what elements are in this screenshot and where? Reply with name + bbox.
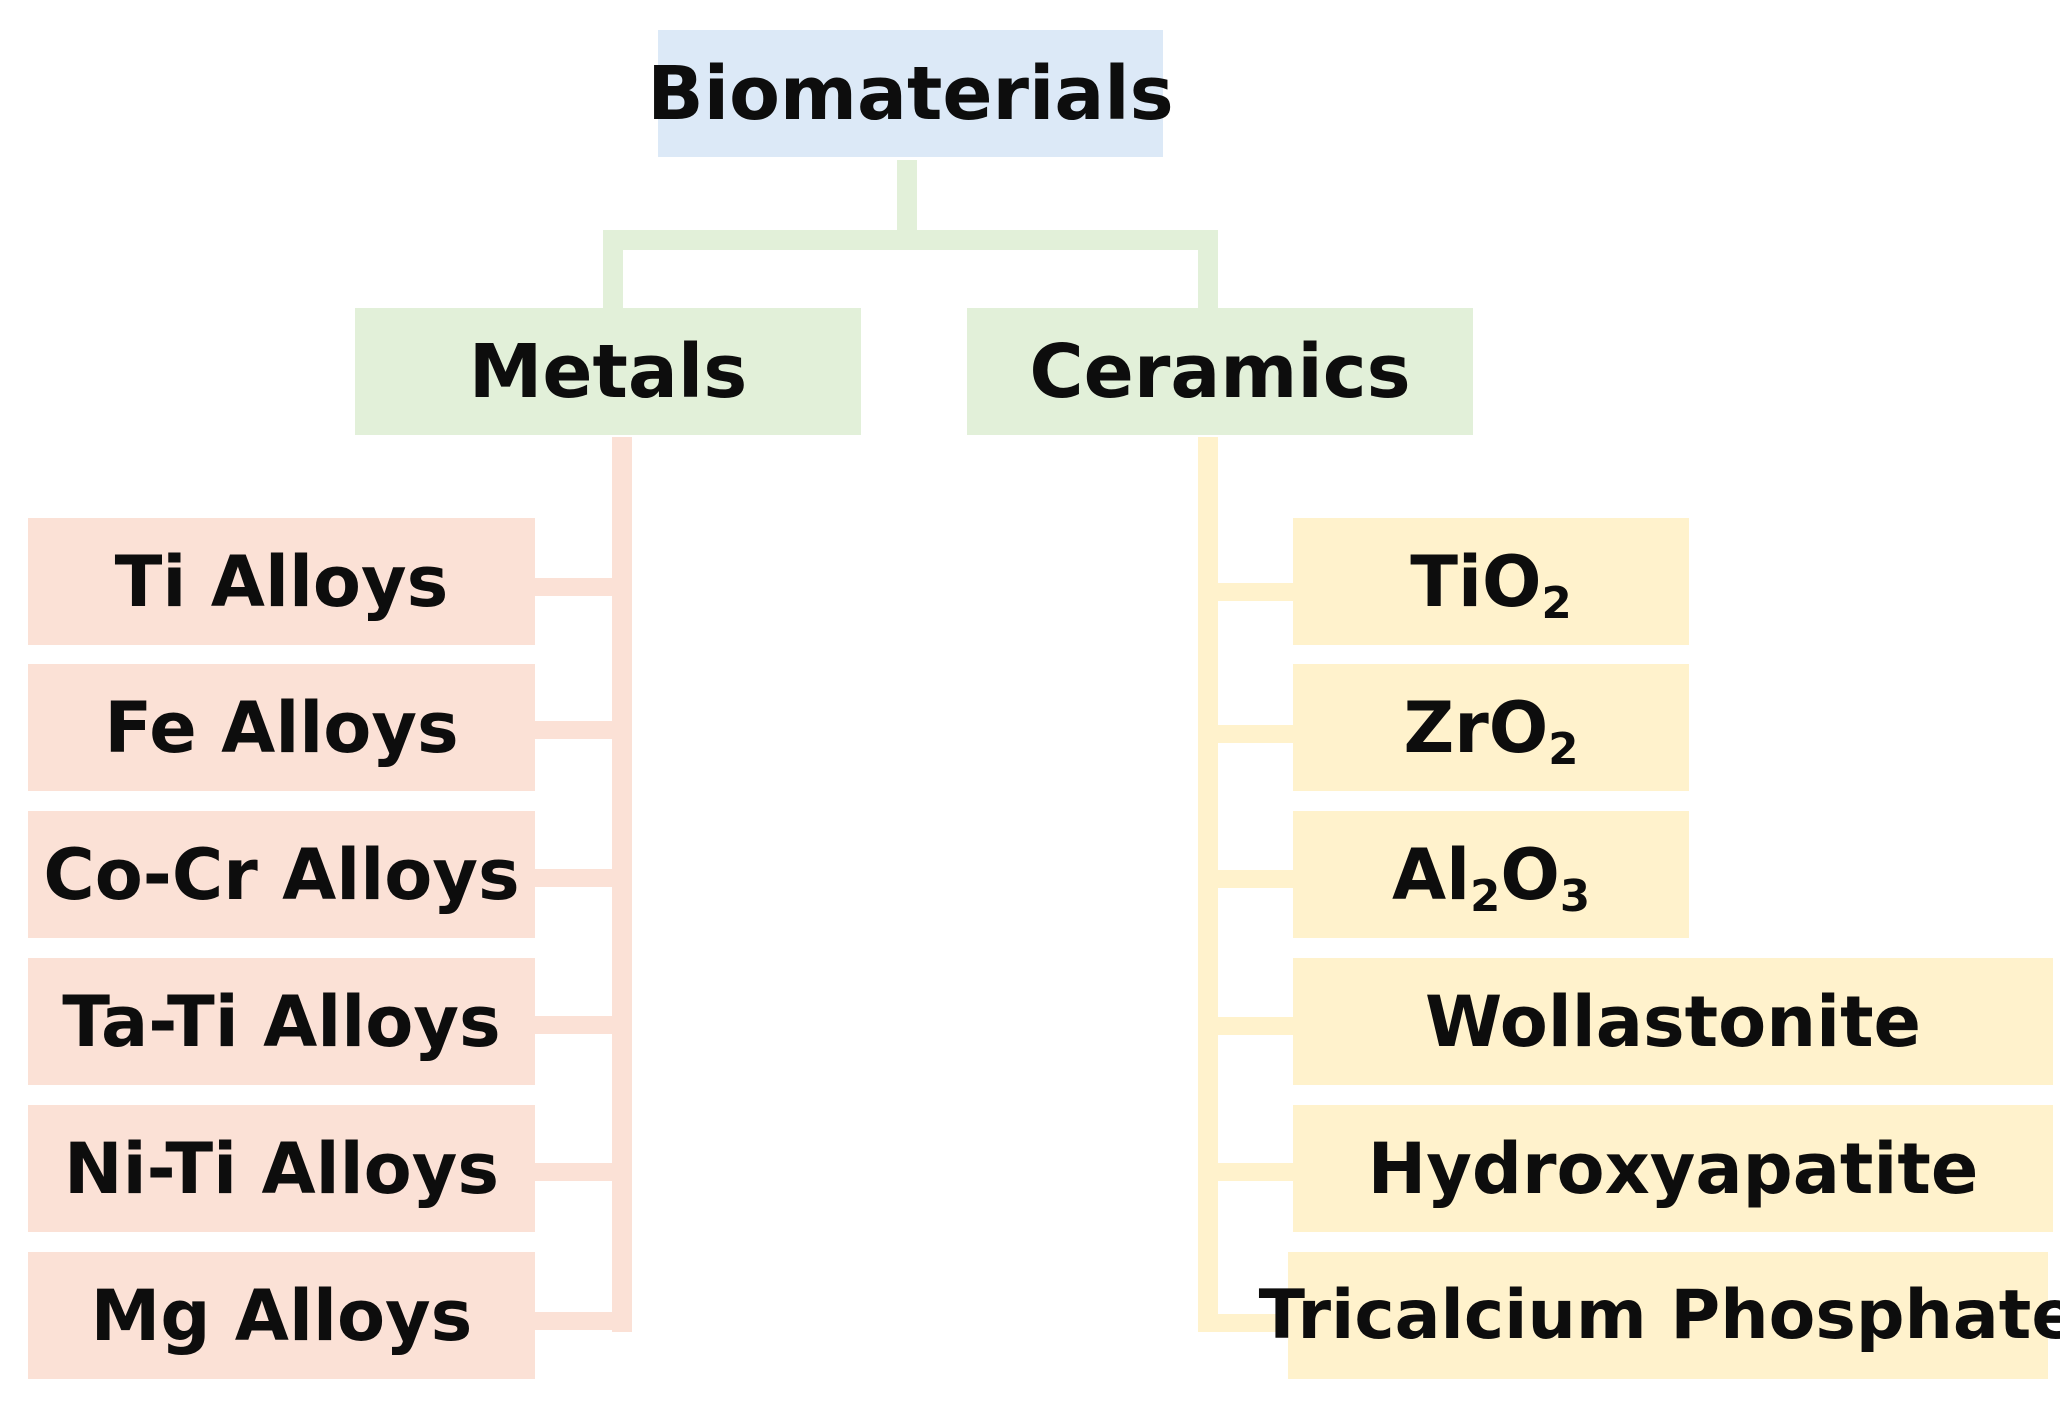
root-node-label: Biomaterials [647,50,1174,137]
connector-metals-item-6 [535,1312,632,1330]
ceramic-item-hydroxyapatite: Hydroxyapatite [1293,1105,2053,1232]
root-node-biomaterials: Biomaterials [647,30,1174,157]
ceramic-item-formula: ZrO2 [1403,686,1579,775]
connector-metals-item-5 [535,1163,632,1181]
connector-metals-item-4 [535,1016,632,1034]
connector-root-stem [897,160,917,240]
category-node-ceramics: Ceramics [967,308,1473,435]
metal-item-label: Fe Alloys [104,686,459,769]
metal-item-label: Ti Alloys [114,540,449,623]
connector-metals-item-1 [535,578,632,596]
ceramic-item-label: Wollastonite [1424,980,1921,1063]
connector-metals-item-2 [535,721,632,739]
connector-ceramics-drop [1198,230,1218,310]
connector-metals-drop [603,230,623,310]
ceramic-item-label: Tricalcium Phosphate [1258,1276,2060,1355]
category-node-metals: Metals [355,308,861,435]
category-label-ceramics: Ceramics [1029,328,1411,415]
connector-ceramics-item-3 [1198,870,1293,888]
metal-item-ta-ti-alloys: Ta-Ti Alloys [28,958,535,1085]
metal-item-co-cr-alloys: Co-Cr Alloys [28,811,535,938]
connector-ceramics-item-6 [1198,1314,1293,1332]
connector-metals-item-3 [535,869,632,887]
connector-ceramics-item-5 [1198,1163,1293,1181]
ceramic-item-formula: Al2O3 [1391,833,1591,922]
metal-item-mg-alloys: Mg Alloys [28,1252,535,1379]
ceramic-item-tricalcium-phosphate: Tricalcium Phosphate [1259,1252,2060,1379]
connector-ceramics-item-2 [1198,725,1293,743]
ceramic-item-label: Hydroxyapatite [1367,1127,1979,1210]
metal-item-fe-alloys: Fe Alloys [28,664,535,791]
metal-item-label: Co-Cr Alloys [43,833,520,916]
metal-item-label: Mg Alloys [90,1274,473,1357]
ceramic-item-zro2: ZrO2 [1293,664,1689,791]
metal-item-ni-ti-alloys: Ni-Ti Alloys [28,1105,535,1232]
metal-item-label: Ta-Ti Alloys [62,980,501,1063]
connector-ceramics-item-1 [1198,583,1293,601]
metal-item-ti-alloys: Ti Alloys [28,518,535,645]
connector-root-bar [603,230,1218,250]
ceramic-item-formula: TiO2 [1410,540,1572,629]
ceramic-item-wollastonite: Wollastonite [1293,958,2053,1085]
ceramic-item-al2o3: Al2O3 [1293,811,1689,938]
connector-ceramics-item-4 [1198,1017,1293,1035]
metal-item-label: Ni-Ti Alloys [63,1127,499,1210]
ceramic-item-tio2: TiO2 [1293,518,1689,645]
category-label-metals: Metals [468,328,748,415]
